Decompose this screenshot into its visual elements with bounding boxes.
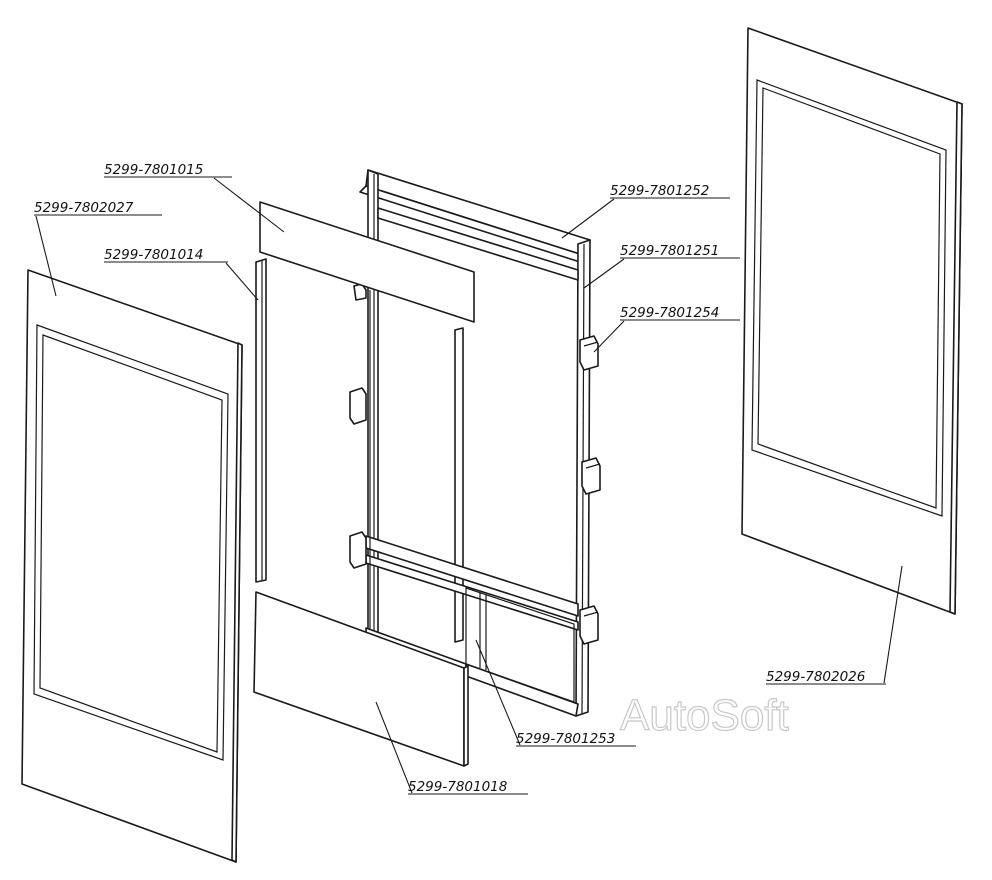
label-5299-7801252: 5299-7801252 <box>610 183 709 199</box>
label-5299-7801254: 5299-7801254 <box>620 305 719 321</box>
label-5299-7801018: 5299-7801018 <box>408 779 507 795</box>
label-5299-7801015: 5299-7801015 <box>104 162 203 178</box>
label-5299-7802026: 5299-7802026 <box>766 669 865 685</box>
part-labels: 5299-7802027 5299-7801015 5299-7801014 5… <box>34 162 865 795</box>
label-5299-7801251: 5299-7801251 <box>620 243 719 259</box>
left-panel <box>21 269 243 863</box>
side-strip <box>255 258 267 583</box>
label-5299-7801253: 5299-7801253 <box>516 731 615 747</box>
top-trim <box>259 201 475 323</box>
label-5299-7801014: 5299-7801014 <box>104 247 203 263</box>
right-panel <box>741 27 963 615</box>
label-5299-7802027: 5299-7802027 <box>34 200 134 216</box>
watermark: AutoSoft <box>620 691 789 740</box>
leader-lines <box>34 176 903 795</box>
brackets <box>349 283 601 645</box>
bottom-plate <box>253 591 469 767</box>
